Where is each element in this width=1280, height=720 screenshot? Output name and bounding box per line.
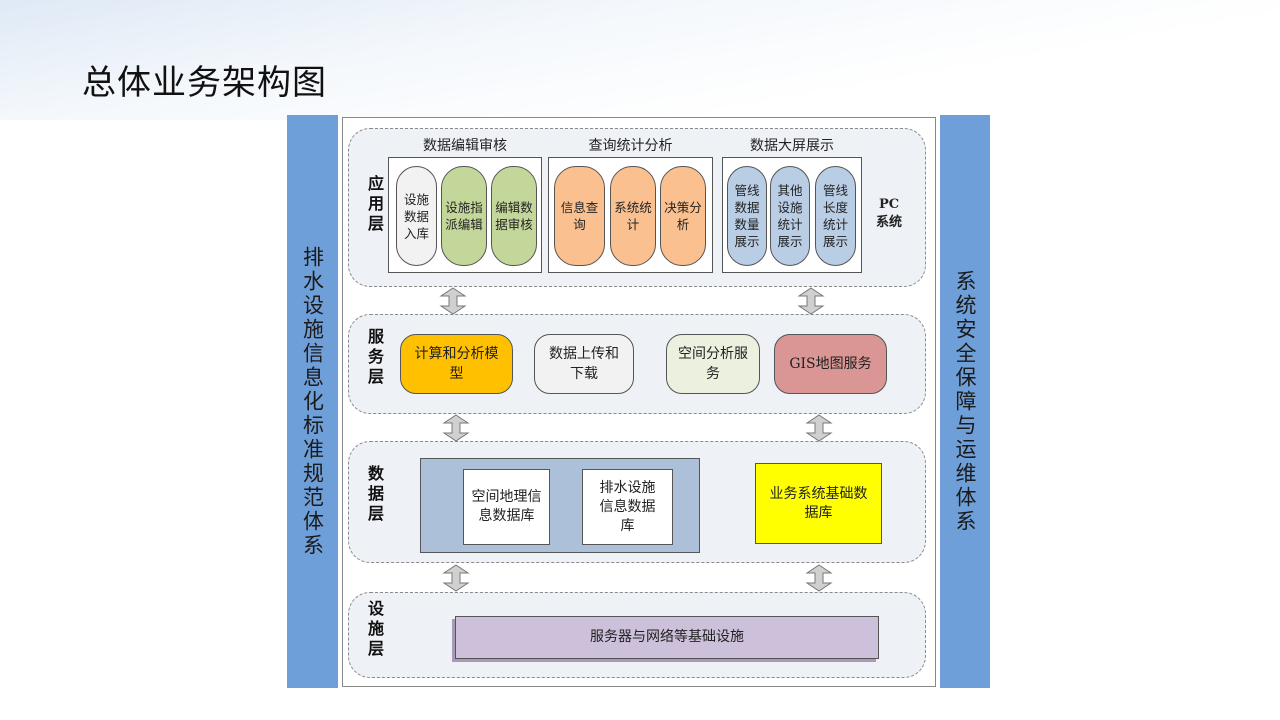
app-layer-label: 应用层 [365,175,384,235]
group-title: 数据大屏展示 [750,138,834,154]
app-item[interactable]: 信息查询 [554,166,605,266]
app-item[interactable]: 编辑数据审核 [491,166,537,266]
service-item[interactable]: GIS地图服务 [774,334,887,394]
service-layer-label: 服务层 [365,328,384,388]
database-item[interactable]: 空间地理信息数据库 [463,469,550,545]
group-title: 查询统计分析 [588,138,673,154]
double-arrow-icon [797,287,825,315]
double-arrow-icon [439,287,467,315]
double-arrow-icon [442,564,470,592]
app-item[interactable]: 管线数据数量展示 [727,166,767,266]
pc-system-note: PC系统 [875,197,902,230]
database-item[interactable]: 业务系统基础数据库 [755,463,882,544]
page-title: 总体业务架构图 [82,63,327,103]
app-item[interactable]: 决策分析 [660,166,706,266]
double-arrow-icon [442,414,470,442]
double-arrow-icon [805,564,833,592]
service-item[interactable]: 空间分析服务 [666,334,760,394]
app-item[interactable]: 其他设施统计展示 [770,166,810,266]
app-item[interactable]: 系统统计 [610,166,656,266]
right-security-bar: 系统安全保障与运维体系 [940,115,990,688]
header-background [0,0,1280,120]
double-arrow-icon [805,414,833,442]
service-item[interactable]: 计算和分析模型 [400,334,513,394]
infrastructure-item[interactable]: 服务器与网络等基础设施 [455,616,879,659]
data-layer-label: 数据层 [365,465,384,525]
database-item[interactable]: 排水设施信息数据库 [582,469,673,545]
infra-layer-label: 设施层 [365,600,384,660]
group-title: 数据编辑审核 [423,138,507,154]
app-item[interactable]: 设施数据入库 [396,166,437,266]
service-item[interactable]: 数据上传和下载 [534,334,634,394]
left-standards-bar: 排水设施信息化标准规范体系 [287,115,338,688]
app-item[interactable]: 设施指派编辑 [441,166,487,266]
app-item[interactable]: 管线长度统计展示 [815,166,856,266]
